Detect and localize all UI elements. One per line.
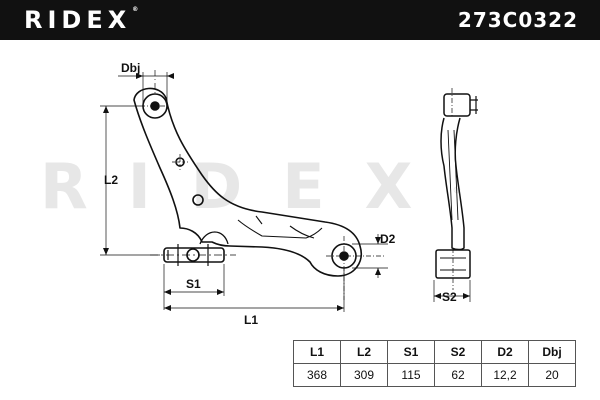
hole-centerline <box>172 154 188 170</box>
spec-header-l1: L1 <box>293 340 341 364</box>
side-view-arm <box>440 117 465 251</box>
s1-label: S1 <box>186 277 201 291</box>
dbj-label: Dbj <box>121 61 141 75</box>
control-arm-outline <box>133 87 362 277</box>
part-number: 273C0322 <box>457 8 578 32</box>
l2-dimension-line <box>100 105 160 256</box>
specifications-table: L1 L2 S1 S2 D2 Dbj 368 309 115 62 12,2 2… <box>293 340 576 387</box>
dim-arrowhead <box>164 289 224 295</box>
d2-label: D2 <box>380 232 396 246</box>
l2-label: L2 <box>104 173 119 187</box>
l1-dimension-line <box>164 268 345 312</box>
specs-value-row: 368 309 115 62 12,2 20 <box>293 363 576 387</box>
brand-watermark: RIDEX® <box>40 150 461 223</box>
l1-label: L1 <box>244 313 259 327</box>
header-bar: RIDEX® 273C0322 <box>0 0 600 40</box>
spec-header-s2: S2 <box>434 340 482 364</box>
spec-value-dbj: 20 <box>528 363 576 387</box>
mounting-hole-lower <box>192 194 204 206</box>
spec-header-l2: L2 <box>340 340 388 364</box>
spec-value-l1: 368 <box>293 363 341 387</box>
s2-label: S2 <box>442 290 457 304</box>
side-view-centerline <box>451 88 454 290</box>
spec-header-s1: S1 <box>387 340 435 364</box>
control-arm-drawing <box>100 70 478 312</box>
spec-value-d2: 12,2 <box>481 363 529 387</box>
spec-header-dbj: Dbj <box>528 340 576 364</box>
brand-name: RIDEX <box>24 6 132 34</box>
d2-dimension-line <box>352 234 388 278</box>
arm-web-detail <box>237 215 323 239</box>
side-view-stud <box>470 96 478 114</box>
front-bushing-mount <box>199 231 229 245</box>
s1-dimension-line <box>163 264 225 310</box>
spec-header-d2: D2 <box>481 340 529 364</box>
specs-header-row: L1 L2 S1 S2 D2 Dbj <box>293 340 576 364</box>
watermark-text: RIDEX <box>40 150 453 223</box>
spec-value-s1: 115 <box>387 363 435 387</box>
dbj-dimension-line <box>118 72 172 106</box>
spec-value-l2: 309 <box>340 363 388 387</box>
brand-registered-mark: ® <box>132 6 139 13</box>
side-view-web <box>447 129 459 221</box>
spec-value-s2: 62 <box>434 363 482 387</box>
side-view-bushing <box>435 249 471 279</box>
brand-logo: RIDEX® <box>24 6 138 34</box>
side-view-ball-joint <box>443 93 471 117</box>
front-bushing-body <box>163 247 225 263</box>
